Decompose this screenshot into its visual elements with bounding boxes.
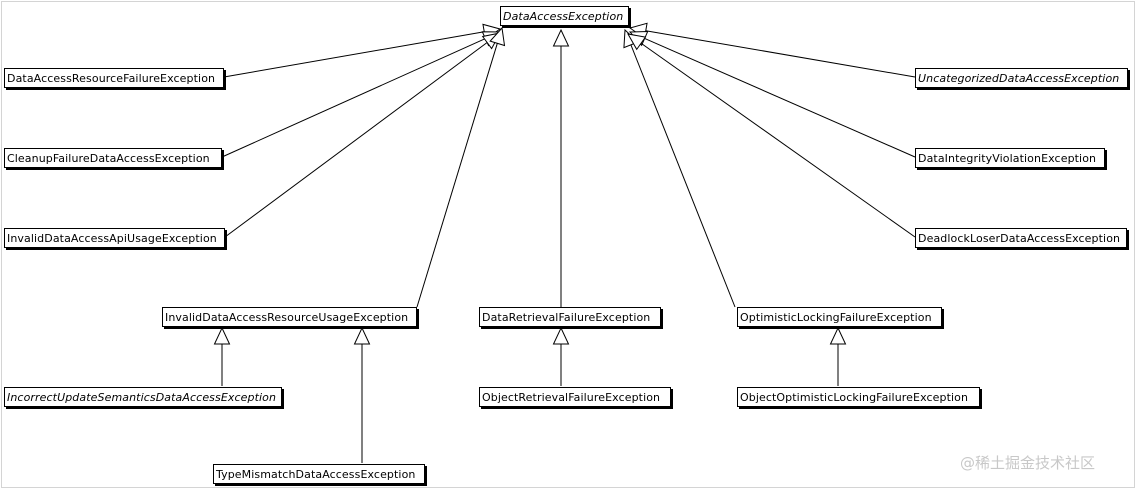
class-object-optimistic-locking-failure-exception: ObjectOptimisticLockingFailureException [737, 387, 980, 407]
inheritance-line-cleanup [221, 38, 486, 158]
inheritance-line-resfail [223, 31, 485, 78]
inheritance-line-integrity [644, 37, 916, 158]
inheritance-arrowhead-typemismatch [353, 326, 371, 345]
inheritance-line-apiusage [224, 42, 488, 238]
inheritance-arrowhead-resusage [489, 26, 506, 47]
class-invalid-data-access-resource-usage-exception: InvalidDataAccessResourceUsageException [162, 307, 417, 327]
inheritance-line-deadlock [640, 42, 916, 238]
class-invalid-data-access-api-usage-exception: InvalidDataAccessApiUsageException [4, 228, 225, 248]
class-data-integrity-violation-exception: DataIntegrityViolationException [915, 148, 1105, 168]
class-deadlock-loser-data-access-exception: DeadlockLoserDataAccessException [915, 228, 1127, 248]
inheritance-line-uncategorized [645, 30, 916, 78]
watermark-text: @稀土掘金技术社区 [960, 454, 1096, 472]
class-object-retrieval-failure-exception: ObjectRetrievalFailureException [479, 387, 671, 407]
inheritance-arrowhead-incorrect [213, 326, 231, 345]
inheritance-arrowhead-deadlock [627, 33, 647, 51]
inheritance-line-resusage [416, 43, 498, 308]
inheritance-line-optimistic [630, 44, 736, 308]
class-optimistic-locking-failure-exception: OptimisticLockingFailureException [737, 307, 942, 327]
class-cleanup-failure-data-access-exception: CleanupFailureDataAccessException [4, 148, 222, 168]
class-data-access-exception: DataAccessException [500, 6, 629, 26]
inheritance-arrowhead-objretrieval [552, 326, 570, 345]
class-type-mismatch-data-access-exception: TypeMismatchDataAccessException [213, 464, 425, 484]
class-incorrect-update-semantics-data-access-exception: IncorrectUpdateSemanticsDataAccessExcept… [4, 387, 282, 407]
class-uncategorized-data-access-exception: UncategorizedDataAccessException [915, 68, 1128, 88]
inheritance-arrowhead-objoptimistic [829, 326, 847, 345]
inheritance-arrowhead-retrieval [552, 28, 570, 47]
class-data-retrieval-failure-exception: DataRetrievalFailureException [479, 307, 661, 327]
class-data-access-resource-failure-exception: DataAccessResourceFailureException [4, 68, 224, 88]
